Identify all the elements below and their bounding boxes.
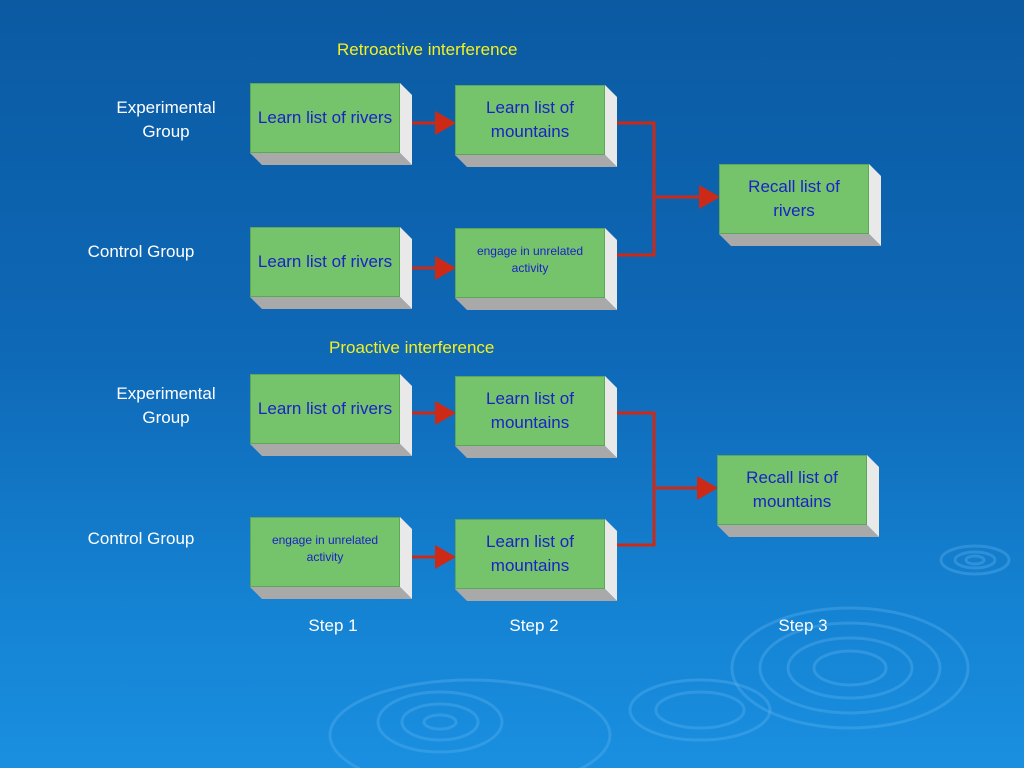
pro-step3-text: Recall list of mountains xyxy=(717,455,867,525)
retroactive-title: Retroactive interference xyxy=(337,40,518,59)
retro-ctrl-step2-text: engage in unrelated activity xyxy=(455,228,605,298)
pro-experimental-group-label: Experimental Group xyxy=(116,384,216,427)
pro-ctrl-step2-box: Learn list of mountains xyxy=(455,519,617,601)
step-3-label: Step 3 xyxy=(778,616,828,635)
pro-control-group-label: Control Group xyxy=(87,529,195,548)
retro-step3-text: Recall list of rivers xyxy=(719,164,869,234)
retro-experimental-group-label: Experimental Group xyxy=(116,98,216,141)
retro-ctrl-step2-box: engage in unrelated activity xyxy=(455,228,617,310)
pro-exp-step1-box: Learn list of rivers xyxy=(250,374,412,456)
proactive-title: Proactive interference xyxy=(329,338,495,357)
retro-step3-box: Recall list of rivers xyxy=(719,164,881,246)
pro-step3-box: Recall list of mountains xyxy=(717,455,879,537)
pro-ctrl-step2-text: Learn list of mountains xyxy=(455,519,605,589)
retro-exp-step2-box: Learn list of mountains xyxy=(455,85,617,167)
arrow-retro-merge xyxy=(605,121,717,257)
retro-control-group-label: Control Group xyxy=(87,242,195,261)
retro-ctrl-step1-text: Learn list of rivers xyxy=(250,227,400,297)
retro-ctrl-step1-box: Learn list of rivers xyxy=(250,227,412,309)
pro-ctrl-step1-text: engage in unrelated activity xyxy=(250,517,400,587)
step-2-label: Step 2 xyxy=(509,616,559,635)
retro-exp-step1-box: Learn list of rivers xyxy=(250,83,412,165)
pro-exp-step2-text: Learn list of mountains xyxy=(455,376,605,446)
retro-exp-step1-text: Learn list of rivers xyxy=(250,83,400,153)
retro-exp-step2-text: Learn list of mountains xyxy=(455,85,605,155)
pro-exp-step2-box: Learn list of mountains xyxy=(455,376,617,458)
step-1-label: Step 1 xyxy=(308,616,358,635)
arrow-pro-merge xyxy=(605,411,715,547)
pro-exp-step1-text: Learn list of rivers xyxy=(250,374,400,444)
pro-ctrl-step1-box: engage in unrelated activity xyxy=(250,517,412,599)
